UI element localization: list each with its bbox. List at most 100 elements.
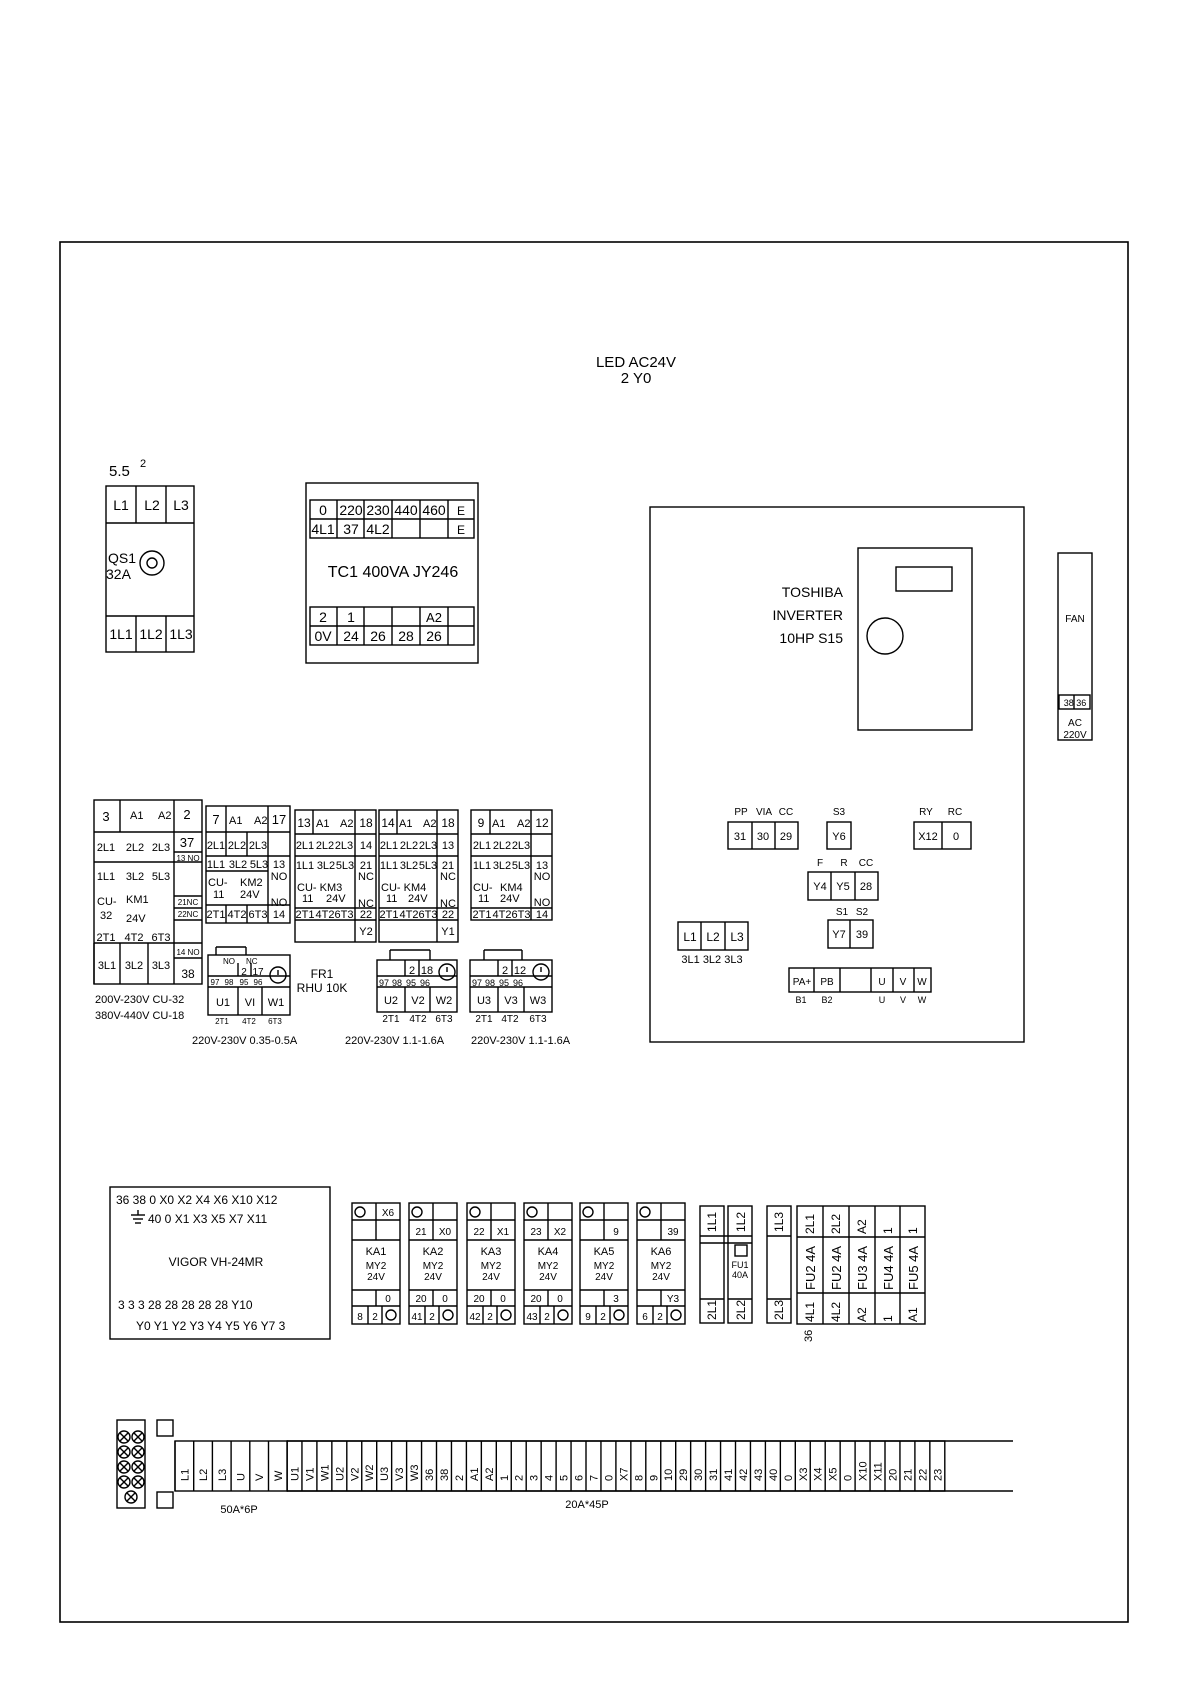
inv-lbl-r: R	[840, 858, 847, 869]
relay-text: KA1	[366, 1246, 387, 1258]
km1-5l3: 5L3	[152, 871, 170, 883]
inv-sub-u: U	[879, 995, 886, 1005]
km1-a2: A2	[158, 810, 171, 822]
fr2-97: 97	[379, 978, 389, 988]
relay-screw-icon	[639, 1206, 651, 1218]
km4b-tl: 9	[478, 816, 485, 830]
tc1-r4-4: 26	[426, 628, 442, 644]
tc1-r4-3: 28	[398, 628, 414, 644]
inv-lbl-via: VIA	[756, 807, 772, 818]
km4a-cu: CU- KM4	[381, 882, 426, 894]
km3-4t2: 4T2	[316, 909, 335, 921]
earth-screw-icon	[117, 1475, 131, 1489]
contactor-km4b: 9 A1 A2 12 2L1 2L2 2L3 1L1 3L2 5L3 13 NO…	[469, 809, 571, 1047]
km1-3l1: 3L1	[98, 960, 116, 972]
tc1-r2-2: 4L2	[366, 521, 390, 537]
relay-text: 21	[415, 1227, 427, 1238]
km3-2l2: 2L2	[316, 840, 334, 852]
relay-text: MY2	[594, 1261, 615, 1272]
terminal-block2-22: X7	[618, 1468, 630, 1481]
ground-bar	[116, 1419, 146, 1509]
terminal-block2-16: 3	[529, 1475, 541, 1481]
km4b-14: 14	[536, 909, 548, 921]
fu3-bot: A2	[855, 1307, 869, 1322]
inverter-type: INVERTER	[772, 607, 843, 623]
fr3-dial-icon	[532, 963, 550, 981]
km1-6t3: 6T3	[152, 932, 171, 944]
earth-screw-icon	[117, 1430, 131, 1444]
fu2b-bot: 4L2	[829, 1302, 843, 1322]
km4a-13: 13	[442, 840, 454, 852]
inv-val-y6: Y6	[832, 831, 845, 843]
terminal-block2-42: 22	[917, 1469, 929, 1481]
inv-val-w: W	[917, 977, 927, 988]
terminal-block2-24: 9	[648, 1475, 660, 1481]
fu5-mid: FU5 4A	[906, 1246, 921, 1290]
inverter-keypad	[857, 547, 973, 731]
inv-val-0: 0	[953, 831, 959, 843]
fr1-label: FR1	[311, 967, 334, 981]
relay-text: 9	[585, 1312, 591, 1323]
earth-screw-icon	[131, 1460, 145, 1474]
breaker-top-l1: L1	[113, 497, 129, 513]
terminal-block2-33: 0	[783, 1475, 795, 1481]
relay-screw-icon	[526, 1206, 538, 1218]
relay-text: 2	[372, 1312, 378, 1323]
relay-text: KA3	[481, 1246, 502, 1258]
km1-note1: 200V-230V CU-32	[95, 994, 184, 1006]
km4a-cunum: 11	[386, 893, 397, 905]
tc1-r3-1: 1	[347, 609, 355, 625]
terminal-block2-19: 6	[574, 1475, 586, 1481]
breaker-name: QS1	[108, 550, 136, 566]
tc1-r2-0: 4L1	[311, 521, 335, 537]
fr2-2t1: 2T1	[382, 1014, 400, 1025]
km4a-2t1: 2T1	[380, 909, 399, 921]
inv-lbl-rc: RC	[948, 807, 962, 818]
relay-text: 42	[469, 1312, 481, 1323]
terminal-block2-9: 36	[424, 1469, 436, 1481]
relay-text: 2	[544, 1312, 550, 1323]
relay-text: 22	[473, 1227, 485, 1238]
relay-text: X1	[497, 1227, 510, 1238]
tc1-r2-5: E	[457, 523, 465, 537]
terminal-block1-5: W	[273, 1470, 285, 1481]
km1-38: 38	[181, 967, 195, 981]
relay-text: 0	[385, 1294, 391, 1305]
inv-l-sub: 3L1 3L2 3L3	[681, 954, 742, 966]
terminal-label-20a: 20A*45P	[565, 1499, 608, 1511]
inverter-dial-icon	[866, 617, 904, 655]
km4a-a2: A2	[423, 818, 436, 830]
plc-row2: 40 0 X1 X3 X5 X7 X11	[148, 1212, 268, 1226]
relay-text: 20	[530, 1294, 542, 1305]
relay-text: 9	[613, 1227, 619, 1238]
terminal-block2-13: A2	[484, 1468, 496, 1481]
led-label-line2: 2 Y0	[621, 370, 652, 387]
km4b-a2: A2	[517, 818, 530, 830]
fu5-bot: A1	[906, 1307, 920, 1322]
earth-screw-icon	[117, 1445, 131, 1459]
breaker-bot-1l1: 1L1	[109, 626, 133, 642]
km4a-6t3: 6T3	[419, 909, 438, 921]
km2-tl: 7	[212, 812, 219, 827]
fuse-group: 1L1 2L1 1L2 FU1 40A 2L2 1L3 2L3 2L1 FU2 …	[699, 1205, 926, 1342]
terminal-label-50a: 50A*6P	[220, 1504, 257, 1516]
breaker-qs1: 5.5 2 L1 L2 L3 QS1 32A 1L1 1L2 1L3	[105, 458, 195, 653]
km3-cunum: 11	[302, 893, 313, 905]
km4b-5l3: 5L3	[512, 860, 530, 872]
km2-a2: A2	[254, 815, 267, 827]
km3-a1: A1	[316, 818, 329, 830]
fr3-4t2: 4T2	[501, 1014, 519, 1025]
fr2-4t2: 4T2	[409, 1014, 427, 1025]
km1-a1: A1	[130, 810, 143, 822]
overload-relay-2: 2 18 97 98 95 96 U2 V2 W2 2T1 4T2 6T3 22…	[345, 949, 458, 1047]
plc-row3: 3 3 3 28 28 28 28 28 Y10	[118, 1298, 253, 1312]
fr2-96: 96	[420, 978, 430, 988]
plc-row4: Y0 Y1 Y2 Y3 Y4 Y5 Y6 Y7 3	[136, 1319, 286, 1333]
km4a-nc22: NC	[440, 898, 456, 910]
earth-screw-icon	[131, 1445, 145, 1459]
terminal-block2-11: 2	[454, 1475, 466, 1481]
km3-cu: CU- KM3	[297, 882, 342, 894]
relay-text: 0	[557, 1294, 563, 1305]
